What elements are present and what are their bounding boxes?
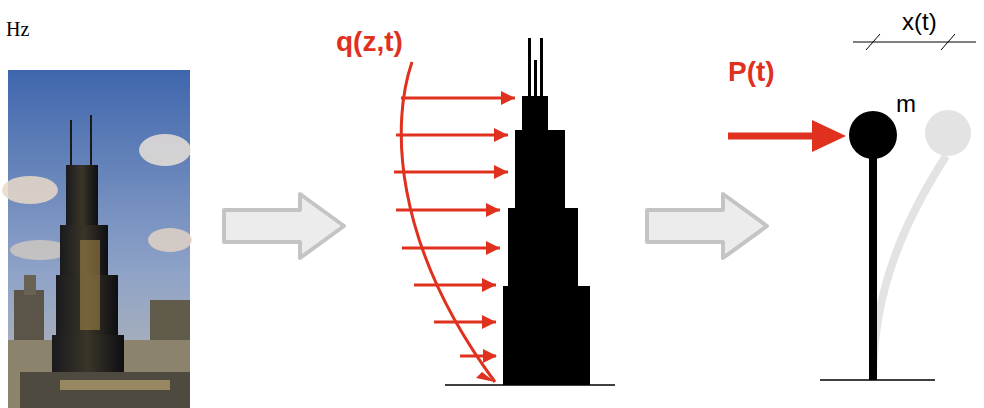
ground-line <box>445 384 615 386</box>
unit-label: Hz <box>6 18 29 41</box>
displacement-label: x(t) <box>902 8 937 36</box>
mass-label: m <box>896 90 916 118</box>
sdof-model <box>728 34 976 380</box>
flow-arrow <box>647 194 767 258</box>
tower-silhouette <box>503 38 590 385</box>
wind-load <box>394 62 515 382</box>
tower-photo <box>2 70 192 408</box>
force-label: P(t) <box>728 56 775 88</box>
load-label: q(z,t) <box>336 26 403 58</box>
flow-arrow <box>224 194 344 258</box>
